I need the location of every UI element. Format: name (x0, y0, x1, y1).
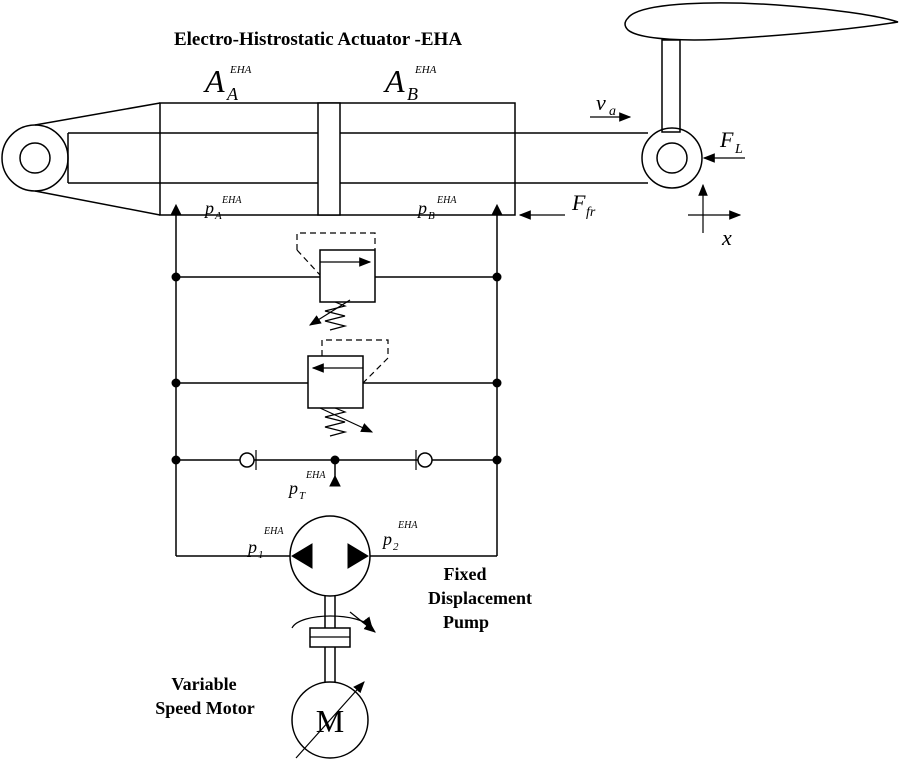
pump-arrow-left (291, 543, 313, 569)
svg-text:L: L (734, 142, 743, 157)
pressure-2-label: p 2 EHA (381, 520, 418, 553)
svg-text:A: A (214, 210, 222, 222)
rotation-arrow (349, 611, 376, 633)
svg-text:p: p (416, 198, 427, 218)
airfoil (624, 2, 899, 41)
svg-text:a: a (609, 104, 616, 119)
relief-valve-2 (307, 339, 389, 437)
svg-text:Variable: Variable (171, 674, 236, 694)
check-valve-left (239, 450, 257, 470)
rotation-arc (291, 615, 373, 629)
svg-text:EHA: EHA (221, 195, 242, 206)
pressure-t-label: p T EHA (287, 470, 326, 502)
svg-text:p: p (381, 529, 392, 549)
svg-text:A: A (383, 63, 405, 99)
svg-text:p: p (287, 478, 298, 498)
area-a-label: A A EHA (203, 63, 252, 104)
pressure-1-label: p 1 EHA (246, 526, 284, 561)
right-eye-joint-outer (641, 127, 703, 189)
area-b-label: A B EHA (383, 63, 437, 104)
relief-valve-2-spring (324, 407, 348, 437)
pump-label: Fixed Displacement Pump (428, 564, 532, 632)
pump-arrow-right (347, 543, 369, 569)
port-a-arrow (170, 203, 182, 216)
svg-text:EHA: EHA (229, 64, 252, 76)
pressure-b-label: p B EHA (416, 195, 457, 222)
svg-text:EHA: EHA (414, 64, 437, 76)
airfoil-strut (661, 39, 681, 133)
friction-force-label: F fr (571, 190, 596, 220)
svg-text:Displacement: Displacement (428, 588, 532, 608)
svg-text:p: p (203, 198, 214, 218)
motor-variable-arrow (295, 681, 365, 759)
svg-text:F: F (571, 190, 586, 215)
port-b-arrow (491, 203, 503, 216)
diagram-title: Electro-Histrostatic Actuator -EHA (174, 29, 462, 50)
svg-text:EHA: EHA (436, 195, 457, 206)
piston-rod (67, 132, 648, 184)
svg-text:p: p (246, 537, 257, 557)
svg-text:F: F (719, 127, 734, 152)
svg-text:v: v (596, 90, 606, 115)
velocity-label: v a (596, 90, 616, 119)
left-eye-joint-outer (1, 124, 69, 192)
relief-valve-1-spring (324, 301, 348, 331)
svg-text:2: 2 (393, 541, 399, 553)
svg-text:B: B (428, 210, 435, 222)
right-eye-joint-inner (656, 142, 688, 174)
svg-text:A: A (203, 63, 225, 99)
svg-text:B: B (407, 84, 418, 104)
svg-text:EHA: EHA (263, 526, 284, 537)
tank-arrow (329, 474, 341, 487)
left-eye-linkage (34, 102, 161, 216)
svg-text:fr: fr (586, 205, 596, 220)
svg-text:1: 1 (258, 549, 264, 561)
left-eye-joint-inner (19, 142, 51, 174)
load-force-label: F L (719, 127, 743, 157)
check-valve-right (415, 450, 433, 470)
motor-label: Variable Speed Motor (155, 674, 254, 718)
svg-text:EHA: EHA (397, 520, 418, 531)
pressure-a-label: p A EHA (203, 195, 242, 222)
svg-text:T: T (299, 490, 306, 502)
svg-text:Fixed: Fixed (444, 564, 487, 584)
svg-text:A: A (226, 84, 239, 104)
svg-text:Speed Motor: Speed Motor (155, 698, 254, 718)
junction-dots (171, 272, 502, 465)
relief-valve-1 (296, 232, 376, 331)
svg-text:Pump: Pump (443, 612, 489, 632)
axis-x-label: x (721, 225, 732, 250)
pump-body (289, 515, 371, 597)
piston (317, 102, 341, 216)
svg-text:EHA: EHA (305, 470, 326, 481)
